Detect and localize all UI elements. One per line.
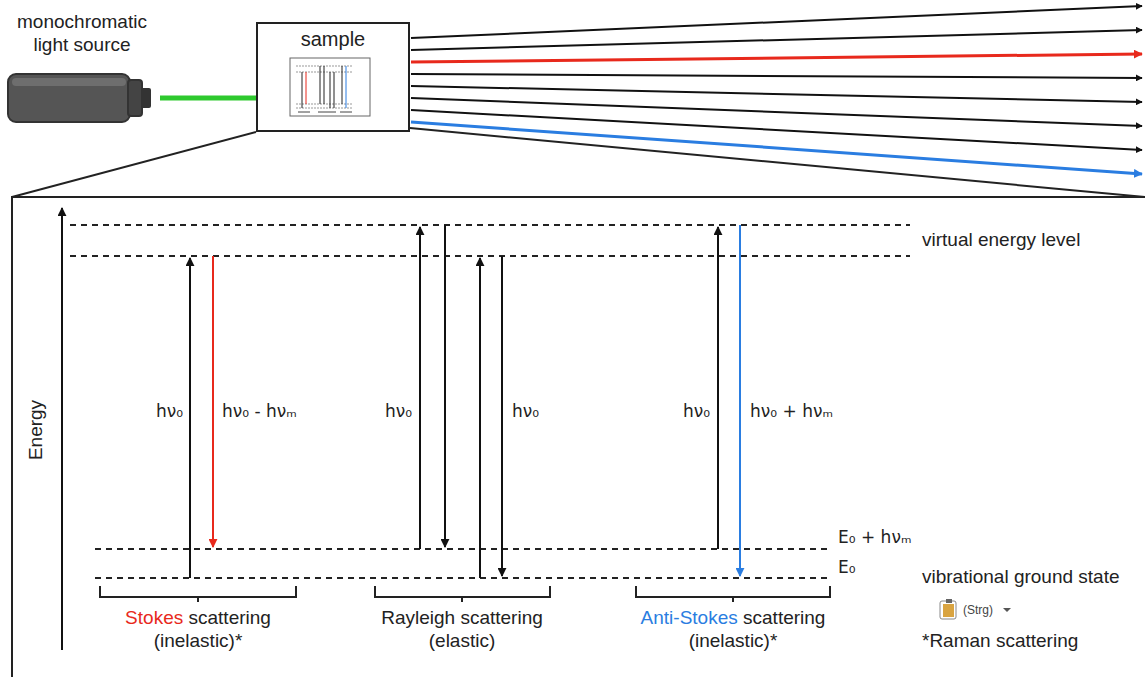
energy-label: hν₀: [510, 400, 541, 422]
text-label: (Strg): [961, 600, 995, 620]
caption-line: Stokes scattering: [123, 607, 273, 629]
brackets: [100, 586, 830, 602]
caption-line: Anti-Stokesscattering: [639, 607, 828, 629]
thumbnail: [290, 58, 370, 116]
energy-levels: [70, 225, 910, 578]
text-label: scattering: [743, 607, 825, 628]
energy-label: hν₀ + hνₘ: [748, 400, 835, 422]
light-source: [8, 74, 151, 122]
node-text: sample: [258, 28, 408, 51]
text-label: *Raman scattering: [920, 630, 1080, 652]
zoom-frame: [12, 128, 1145, 677]
text-label: scattering: [189, 607, 271, 628]
energy-label: E₀ + hνₘ: [836, 526, 913, 548]
sample-box: sample: [256, 22, 410, 132]
text-label: (inelastic)*: [152, 630, 245, 652]
light-beam: [160, 96, 256, 101]
scattered-rays: [411, 6, 1142, 174]
energy-label: hν₀: [154, 400, 185, 422]
energy-label: hν₀: [681, 400, 712, 422]
energy-axis: [61, 208, 63, 650]
transitions: [190, 225, 740, 578]
node-text: monochromatic light source: [4, 10, 160, 56]
text-label: (elastic): [427, 630, 498, 652]
text-label: Rayleigh scattering: [379, 607, 545, 629]
text-label: Stokes: [125, 607, 183, 628]
text-label: Anti-Stokes: [641, 607, 738, 628]
axis-label: Energy: [25, 398, 47, 462]
text-label: vibrational ground state: [920, 566, 1122, 588]
text-label: (inelastic)*: [687, 630, 780, 652]
paste-icon: [940, 599, 1011, 619]
energy-label: hν₀ - hνₘ: [220, 400, 299, 422]
light-source: monochromatic light source: [4, 6, 160, 128]
text-label: virtual energy level: [920, 229, 1082, 251]
energy-label: hν₀: [383, 400, 414, 422]
energy-label: E₀: [836, 556, 858, 578]
